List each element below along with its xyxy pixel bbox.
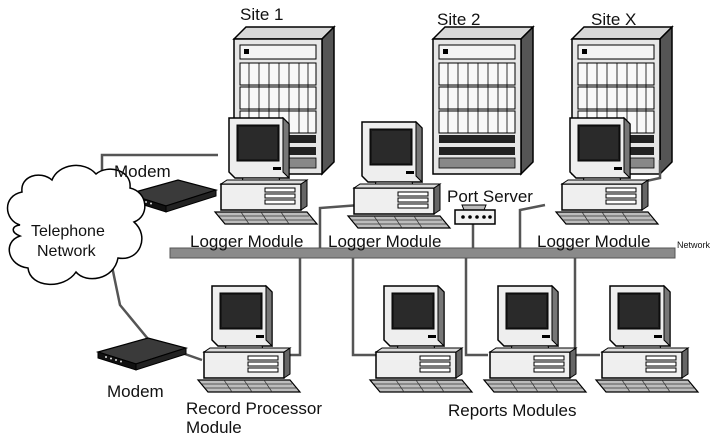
telephone-label-line1: Telephone (31, 223, 105, 240)
record-processor-workstation (197, 285, 301, 393)
site-1-label: Site 1 (240, 5, 283, 24)
record-processor-label-line2: Module (186, 418, 242, 437)
logger-module-label-1: Logger Module (190, 232, 303, 251)
reports-workstation-3 (595, 285, 699, 393)
network-label: Network (677, 240, 711, 250)
modem-top-label: Modem (114, 162, 171, 181)
logger-module-label-2: Logger Module (328, 232, 441, 251)
record-processor-label-line1: Record Processor (186, 399, 322, 418)
site-2-label: Site 2 (437, 10, 480, 29)
logger-module-label-3: Logger Module (537, 232, 650, 251)
port-server-label: Port Server (447, 187, 533, 206)
reports-modules-label: Reports Modules (448, 401, 577, 420)
port-server-device (454, 204, 496, 225)
telephone-network-cloud (6, 164, 146, 286)
network-backbone (169, 247, 676, 259)
reports-workstation-1 (369, 285, 473, 393)
modem-bottom (97, 337, 187, 371)
reports-workstation-2 (483, 285, 587, 393)
site-x-label: Site X (591, 10, 636, 29)
modem-bottom-label: Modem (107, 382, 164, 401)
site-2-server-rack (432, 26, 534, 175)
telephone-label-line2: Network (37, 243, 97, 260)
